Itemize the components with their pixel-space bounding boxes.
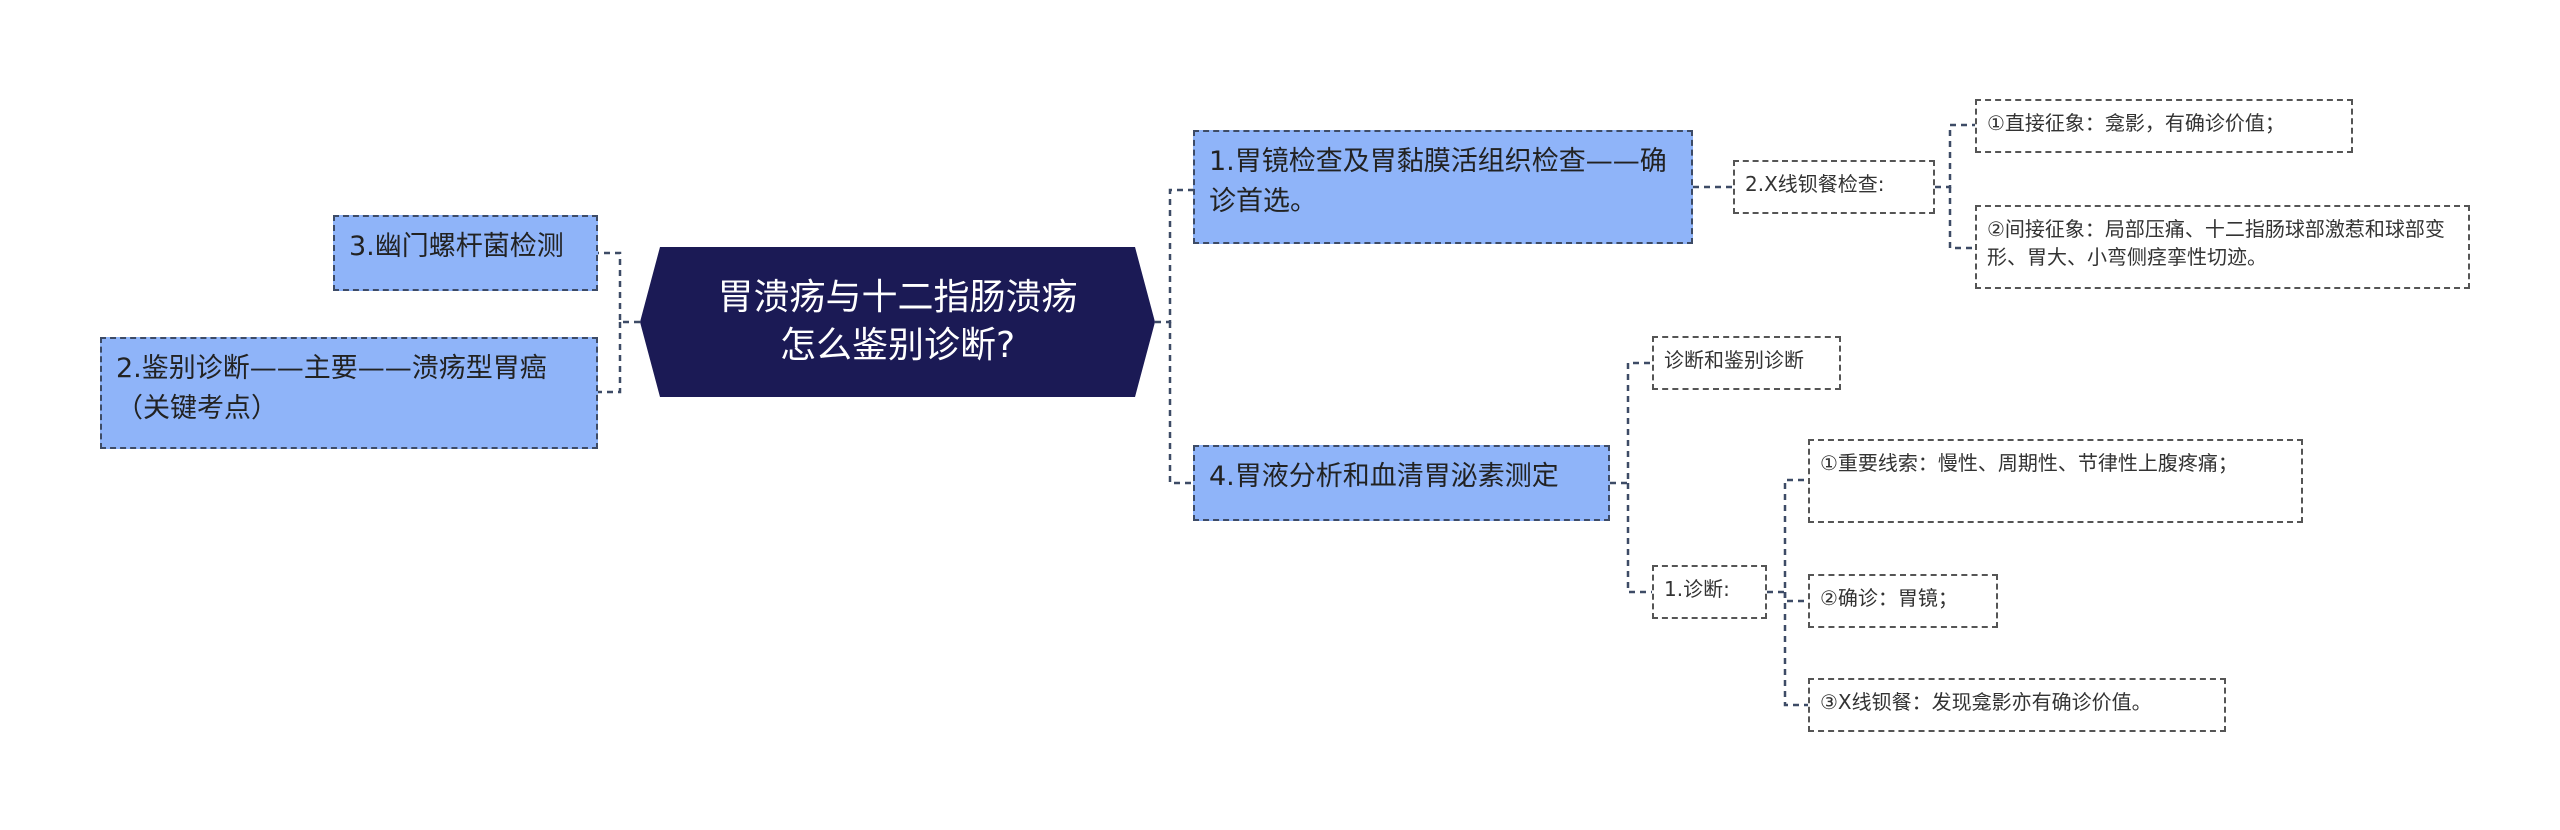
confirm-gastroscopy-node[interactable]: ②确诊：胃镜；: [1808, 574, 1998, 628]
right-node-gastric-juice[interactable]: 4.胃液分析和血清胃泌素测定: [1193, 445, 1610, 521]
xray-barium-node[interactable]: 2.X线钡餐检查:: [1733, 160, 1935, 214]
left-node-differential-label: 2.鉴别诊断——主要——溃疡型胃癌（关键考点）: [116, 353, 547, 424]
central-shape: [640, 247, 1155, 397]
central-topic-label: 胃溃疡与十二指肠溃疡怎么鉴别诊断?: [717, 277, 1078, 366]
xray-niche-label: ③X线钡餐：发现龛影亦有确诊价值。: [1820, 690, 2152, 714]
left-node-differential[interactable]: 2.鉴别诊断——主要——溃疡型胃癌（关键考点）: [100, 337, 598, 449]
important-clue-label: ①重要线索：慢性、周期性、节律性上腹疼痛；: [1820, 451, 2238, 475]
diagnosis-differential-label: 诊断和鉴别诊断: [1664, 348, 1804, 372]
confirm-gastroscopy-label: ②确诊：胃镜；: [1820, 586, 1958, 610]
right-node-gastroscopy-label: 1.胃镜检查及胃黏膜活组织检查——确诊首选。: [1209, 146, 1667, 217]
indirect-sign-label: ②间接征象：局部压痛、十二指肠球部激惹和球部变形、胃大、小弯侧痉挛性切迹。: [1987, 217, 2445, 269]
right-node-gastric-juice-label: 4.胃液分析和血清胃泌素测定: [1209, 461, 1559, 492]
left-node-helicobacter[interactable]: 3.幽门螺杆菌检测: [333, 215, 598, 291]
indirect-sign-node[interactable]: ②间接征象：局部压痛、十二指肠球部激惹和球部变形、胃大、小弯侧痉挛性切迹。: [1975, 205, 2470, 289]
diagnosis-node[interactable]: 1.诊断:: [1652, 565, 1767, 619]
right-node-gastroscopy[interactable]: 1.胃镜检查及胃黏膜活组织检查——确诊首选。: [1193, 130, 1693, 244]
diagnosis-label: 1.诊断:: [1664, 577, 1730, 601]
xray-niche-node[interactable]: ③X线钡餐：发现龛影亦有确诊价值。: [1808, 678, 2226, 732]
left-node-helicobacter-label: 3.幽门螺杆菌检测: [349, 231, 564, 262]
central-topic[interactable]: 胃溃疡与十二指肠溃疡怎么鉴别诊断?: [640, 247, 1155, 397]
xray-barium-label: 2.X线钡餐检查:: [1745, 172, 1885, 196]
important-clue-node[interactable]: ①重要线索：慢性、周期性、节律性上腹疼痛；: [1808, 439, 2303, 523]
diagnosis-differential-node[interactable]: 诊断和鉴别诊断: [1652, 336, 1841, 390]
direct-sign-node[interactable]: ①直接征象：龛影，有确诊价值；: [1975, 99, 2353, 153]
direct-sign-label: ①直接征象：龛影，有确诊价值；: [1987, 111, 2285, 135]
